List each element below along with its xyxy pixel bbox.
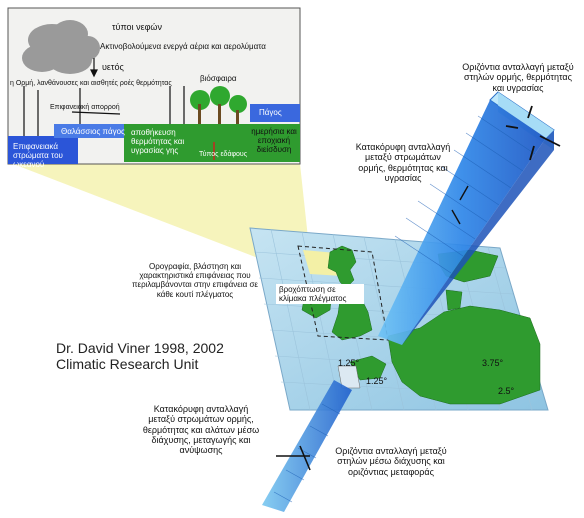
ocean-column: [262, 380, 352, 512]
projection-wedge: [8, 162, 312, 275]
inset-radiative-label: Ακτινοβολούμενα ενεργά αέρια και αερολύμ…: [100, 42, 266, 51]
credit-line-1: Dr. David Viner 1998, 2002: [56, 340, 224, 356]
inset-soil-type-label: Τύπος εδάφους: [199, 151, 248, 158]
tree-icon: [190, 86, 247, 124]
landmass-brittany: [349, 355, 387, 381]
grid-precipitation-label: βροχόπτωση σε κλίμακα πλέγματος: [276, 284, 364, 305]
inset-storage-label: αποθήκευση θερμότητας και υγρασίας γης: [131, 128, 185, 156]
atmosphere-column: [378, 91, 561, 345]
inset-runoff-label: Επιφανειακή απορροή: [50, 104, 120, 111]
vertical-exchange-atmosphere-label: Κατακόρυφη ανταλλαγή μεταξύ στρωμάτων ορ…: [355, 142, 451, 184]
inset-clouds-label: τύποι νεφών: [112, 22, 162, 32]
grid-size-label-3: 3.75°: [482, 358, 504, 368]
inset-diffusion-label: ημερήσια και εποχιακή διείσδυση: [251, 127, 297, 155]
inset-ice-label: Πάγος: [259, 108, 282, 117]
land-layer: [124, 124, 300, 162]
credit-line-2: Climatic Research Unit: [56, 356, 199, 372]
landmass-europe: [387, 305, 541, 405]
horizontal-exchange-ocean-label: Οριζόντια ανταλλαγή μεταξύ στηλών μέσω δ…: [335, 446, 447, 477]
surface-ocean-layer: [8, 136, 78, 164]
grid-size-label-1: 1.25°: [338, 358, 360, 368]
small-grid-cell: [337, 365, 361, 389]
landmass-scotland: [327, 245, 357, 289]
inset-precip-label: υετός: [102, 62, 124, 72]
inset-biosphere-label: βιόσφαιρα: [200, 74, 237, 83]
grid-size-label-2: 1.25°: [366, 376, 388, 386]
landmass-denmark: [445, 289, 463, 311]
inset-momentum-label: η Ορμή, λανθάνουσες και αισθητές ροές θε…: [10, 80, 172, 87]
inset-sea-ice-label: Θαλάσσιος πάγος: [61, 127, 125, 136]
ice-layer: [250, 104, 300, 122]
orography-label: Ορογραφία, βλάστηση και χαρακτηριστικά ε…: [131, 262, 258, 299]
vertical-exchange-ocean-label: Κατακόρυφη ανταλλαγή μεταξύ στρωμάτων ορ…: [142, 404, 260, 456]
inset-panel: [7, 7, 301, 165]
horizontal-exchange-top-label: Οριζόντια ανταλλαγή μεταξύ στηλών ορμής,…: [462, 62, 574, 93]
cloud-icon: [22, 20, 100, 74]
dashed-grid-box: [297, 245, 389, 341]
inset-surface-ocean-label: Επιφανειακά στρώματα του ωκεανού: [13, 142, 63, 170]
sea-ice-layer: [54, 124, 126, 138]
grid-size-label-4: 2.5°: [498, 386, 515, 396]
